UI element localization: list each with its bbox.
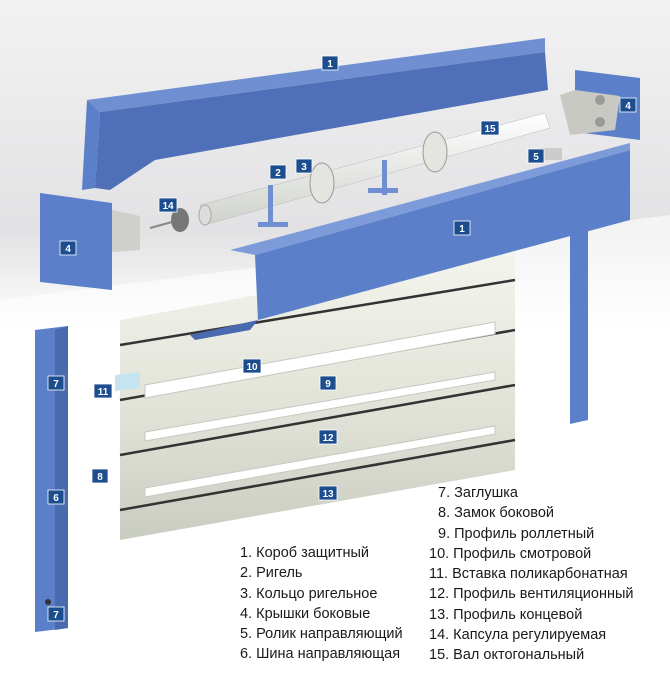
adjustable-capsule (149, 208, 189, 232)
legend-left-column: 1. Короб защитный 2. Ригель 3. Кольцо ри… (240, 543, 403, 665)
svg-text:9: 9 (325, 379, 331, 390)
badge-1-front: 1 (453, 220, 471, 236)
badge-11: 11 (93, 383, 113, 399)
guide-rail-right (570, 224, 588, 424)
legend-right-column: 7. Заглушка 8. Замок боковой 9. Профиль … (429, 483, 633, 666)
badge-6: 6 (47, 489, 65, 505)
svg-text:13: 13 (322, 489, 334, 500)
legend-item: 5. Ролик направляющий (240, 626, 403, 643)
svg-text:2: 2 (275, 168, 281, 179)
svg-text:11: 11 (98, 387, 109, 398)
badge-3: 3 (295, 158, 313, 174)
legend-item: 14. Капсула регулируемая (429, 627, 607, 644)
legend-item: 11. Вставка поликарбонатная (429, 566, 628, 583)
svg-text:12: 12 (322, 433, 334, 444)
svg-text:6: 6 (53, 493, 59, 504)
badge-4-right: 4 (619, 97, 637, 113)
legend-item: 1. Короб защитный (240, 545, 370, 561)
svg-text:5: 5 (533, 152, 539, 163)
legend-item: 6. Шина направляющая (240, 646, 401, 663)
guide-rail-left (35, 326, 68, 632)
svg-text:15: 15 (484, 124, 496, 135)
legend-item: 2. Ригель (240, 565, 303, 582)
svg-text:14: 14 (162, 201, 174, 212)
badge-10: 10 (242, 358, 262, 374)
guide-roller (540, 148, 562, 160)
legend-item: 9. Профиль роллетный (438, 525, 595, 542)
svg-text:7: 7 (53, 610, 59, 621)
legend-item: 15. Вал октогональный (429, 647, 585, 664)
shutter-curtain (115, 248, 516, 540)
side-cover-right (560, 70, 640, 140)
badge-15: 15 (480, 120, 500, 136)
legend-item: 10. Профиль смотровой (429, 545, 592, 562)
legend-item: 13. Профиль концевой (429, 606, 583, 623)
svg-text:4: 4 (625, 101, 631, 112)
svg-text:3: 3 (301, 162, 307, 173)
protective-box-top (82, 38, 548, 190)
badge-7-top: 7 (47, 375, 65, 391)
badge-8: 8 (91, 468, 109, 484)
badge-14: 14 (158, 197, 178, 213)
badge-1-top: 1 (321, 55, 339, 71)
svg-text:8: 8 (97, 472, 103, 483)
legend-item: 8. Замок боковой (438, 505, 554, 522)
legend-item: 12. Профиль вентиляционный (429, 586, 634, 603)
legend-item: 7. Заглушка (438, 485, 518, 501)
crossbars (258, 160, 398, 227)
legend-item: 3. Кольцо ригельное (240, 585, 378, 602)
legend-item: 4. Крышки боковые (240, 605, 371, 622)
badge-7-bottom: 7 (47, 606, 65, 622)
badge-4-left: 4 (59, 240, 77, 256)
svg-text:10: 10 (246, 362, 258, 373)
badge-9: 9 (319, 375, 337, 391)
badge-2: 2 (269, 164, 287, 180)
svg-text:1: 1 (327, 59, 333, 70)
badge-13: 13 (318, 485, 338, 501)
badge-5: 5 (527, 148, 545, 164)
polycarbonate-insert (115, 372, 140, 391)
badge-12: 12 (318, 429, 338, 445)
svg-text:1: 1 (459, 224, 465, 235)
octagonal-shaft (198, 112, 551, 226)
svg-text:7: 7 (53, 379, 59, 390)
protective-box-front (190, 143, 630, 340)
svg-text:4: 4 (65, 244, 71, 255)
